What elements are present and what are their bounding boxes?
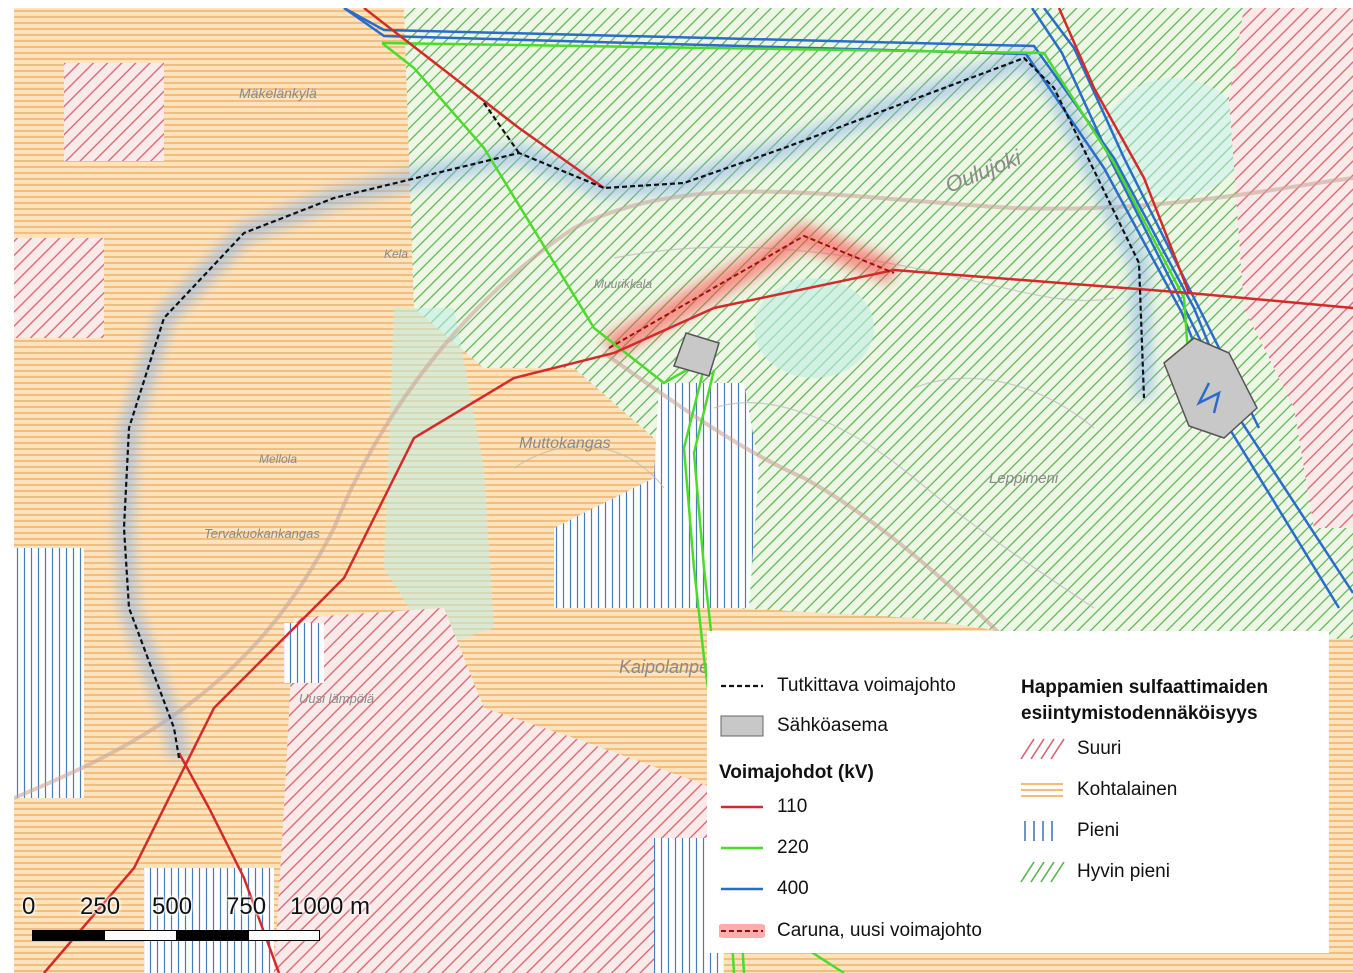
scale-label: 500 [152, 893, 193, 920]
legend-label: Caruna, uusi voimajohto [777, 920, 982, 941]
place-name: Leppimeni [989, 470, 1059, 487]
scale-label: 1000 m [290, 893, 371, 920]
hatch-pieni-icon [1024, 821, 1053, 841]
legend-pieni: Pieni [1019, 820, 1119, 842]
substation[interactable] [1163, 337, 1258, 439]
scale-segment [32, 930, 105, 941]
hatch-hyvin-pieni-icon [1020, 861, 1065, 883]
terrain-contours [513, 246, 1115, 609]
hatch-suuri-icon [1020, 738, 1065, 760]
substation-icon [720, 715, 764, 737]
scale-segment [176, 930, 249, 941]
zone-pieni [144, 868, 274, 973]
place-name: Tervakuokankangas [204, 526, 320, 541]
zone-suuri [1229, 8, 1353, 528]
scale-bar: 0 250 500 750 1000 m [14, 893, 374, 953]
line-220-icon [721, 846, 763, 850]
legend-line-110: 110 [719, 796, 807, 818]
zone-pieni [554, 383, 759, 608]
scale-segment [104, 930, 177, 941]
legend-label: 110 [777, 796, 808, 817]
legend-label: Sähköasema [777, 715, 888, 736]
line-400kv [1196, 382, 1221, 414]
map-layers: Mäkelänkylä Kela Muurikkala Muttokangas … [14, 8, 1353, 973]
legend-label: 400 [777, 878, 809, 899]
line-110-icon [721, 805, 763, 809]
place-name: Uusi lämpölä [299, 691, 374, 706]
zone-pieni [14, 548, 84, 798]
line-400-icon [721, 887, 763, 891]
new-line [608, 234, 895, 349]
study-line [122, 56, 1146, 759]
scale-label: 250 [80, 893, 121, 920]
legend-kohtalainen: Kohtalainen [1019, 779, 1177, 801]
legend-label: Pieni [1077, 820, 1120, 841]
legend-hyvin-pieni: Hyvin pieni [1019, 861, 1170, 883]
hatch-kohtalainen-icon [1021, 783, 1063, 797]
legend-label: Hyvin pieni [1077, 861, 1170, 882]
river-patch [384, 308, 494, 648]
legend-acid-title: Happamien sulfaattimaiden [1021, 677, 1269, 698]
place-name: Mäkelänkylä [239, 85, 317, 101]
study-line-icon [721, 684, 763, 688]
zone-suuri [64, 63, 164, 161]
substation[interactable] [673, 332, 720, 377]
scale-label: 750 [226, 893, 267, 920]
place-name: Muurikkala [594, 277, 652, 291]
place-name: Muttokangas [519, 435, 611, 452]
new-line-icon [719, 924, 765, 938]
legend-lines-title: Voimajohdot (kV) [719, 762, 874, 783]
zone-suuri [14, 238, 104, 338]
legend-line-400: 400 [719, 878, 809, 900]
legend-suuri: Suuri [1019, 738, 1121, 760]
legend-substation: Sähköasema [719, 715, 888, 737]
legend-label: Suuri [1077, 738, 1122, 759]
study-line-branch [483, 102, 520, 154]
place-name: Mellola [259, 452, 297, 466]
legend-label: 220 [777, 837, 809, 858]
lake-patch [754, 278, 874, 378]
legend-label: Tutkittava voimajohto [777, 675, 956, 696]
legend-line-220: 220 [719, 837, 809, 859]
legend-acid-title: esiintymistodennäköisyys [1021, 703, 1258, 724]
place-name: Kela [384, 247, 408, 261]
legend-label: Kohtalainen [1077, 779, 1178, 800]
place-name: Kaipolanperä [619, 657, 725, 677]
legend-study-line: Tutkittava voimajohto [719, 675, 956, 697]
legend: Tutkittava voimajohto Sähköasema Voimajo… [707, 631, 1329, 953]
line-110kv [43, 8, 1353, 973]
legend-new-line: Caruna, uusi voimajohto [719, 920, 982, 942]
map-canvas[interactable]: Mäkelänkylä Kela Muurikkala Muttokangas … [14, 8, 1353, 973]
scale-label: 0 [22, 893, 36, 920]
scale-segment [248, 930, 320, 941]
